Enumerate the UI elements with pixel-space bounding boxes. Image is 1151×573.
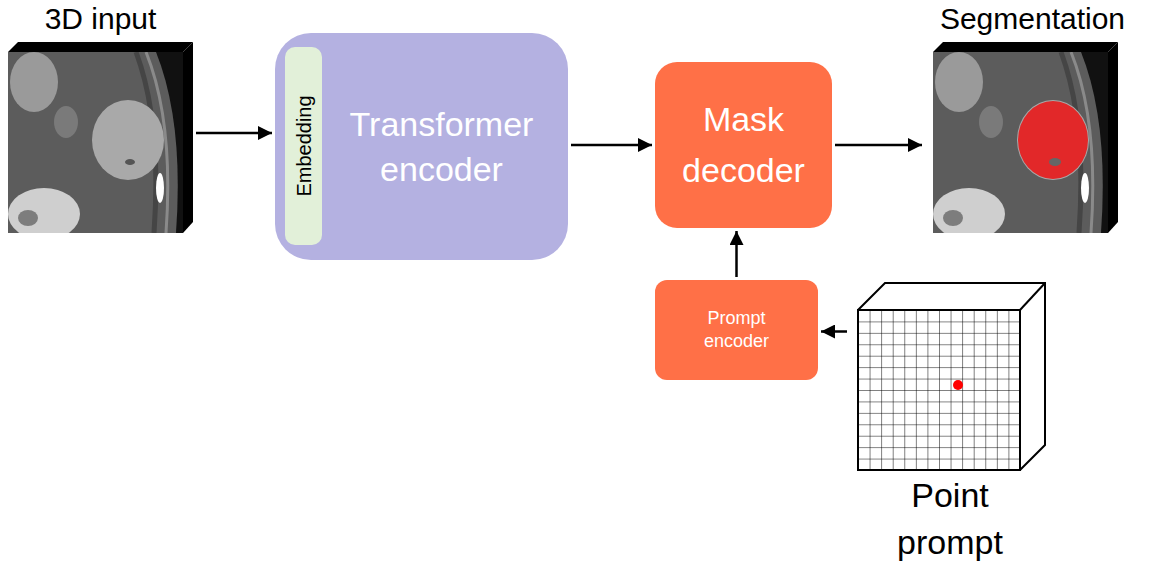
box-label: Transformer encoder — [329, 102, 554, 190]
encoder-box: Transformer encoder Embedding — [275, 33, 568, 260]
image-volume: Segmentation — [925, 0, 1140, 233]
ct-volume — [8, 42, 193, 240]
arrow-connector — [571, 144, 652, 147]
prompt-volume: Point prompt — [850, 283, 1050, 567]
figure-heading: 3D input — [45, 0, 157, 38]
arrow-connector — [821, 330, 847, 333]
arrow-connector — [196, 132, 272, 135]
embedding-strip: Embedding — [285, 47, 322, 245]
box-label: Prompt encoder — [687, 307, 787, 354]
prompt-encoder-box: Prompt encoder — [655, 280, 818, 380]
strip-label: Embedding — [292, 95, 316, 196]
arrow-connector — [735, 231, 738, 277]
image-volume: 3D input — [8, 0, 193, 233]
arrow-connector — [835, 144, 922, 147]
box-label: Mask decoder — [669, 94, 819, 196]
prompt-point — [953, 380, 963, 390]
prompt-grid — [858, 283, 1045, 470]
decoder-box: Mask decoder — [655, 62, 832, 228]
figure-heading: Segmentation — [940, 0, 1125, 38]
figure-heading: Point prompt — [885, 472, 1015, 567]
segmented-volume — [933, 42, 1118, 240]
